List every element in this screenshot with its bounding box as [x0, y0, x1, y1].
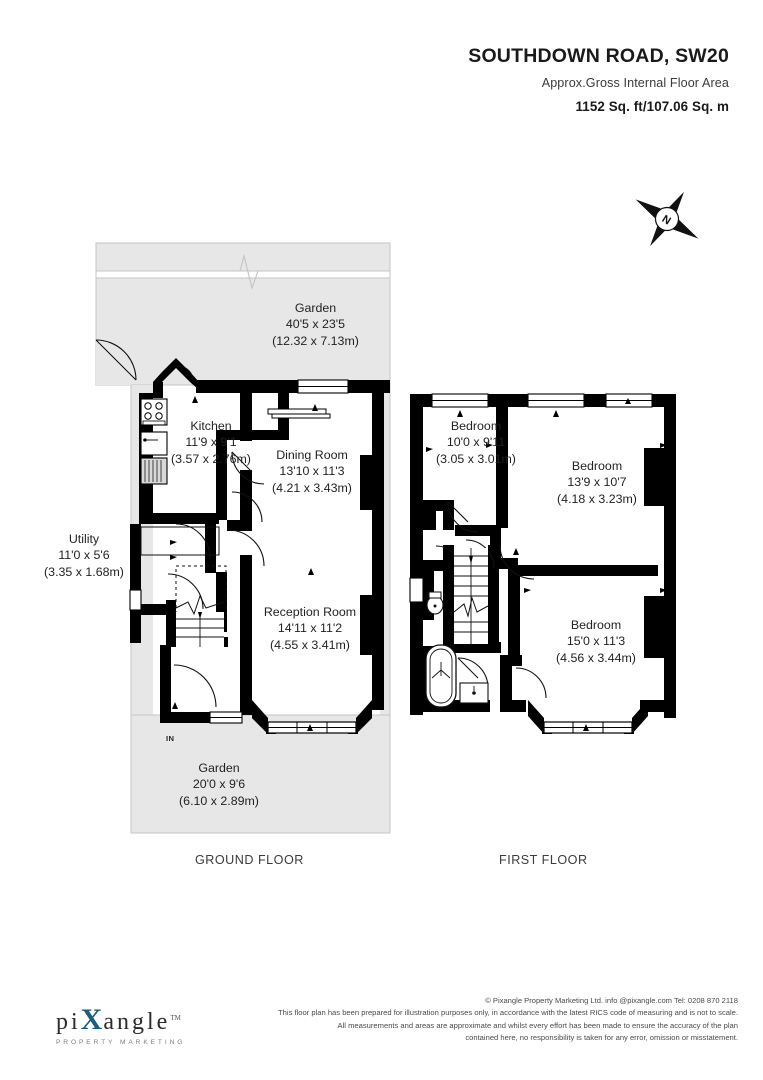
room-dims-metric: (3.57 x 2.76m) [171, 451, 251, 466]
pixangle-logo: piXangleTM PROPERTY MARKETING [56, 1005, 186, 1047]
page-title: SOUTHDOWN ROAD, SW20 [468, 45, 729, 67]
room-label-garden-front: Garden 20'0 x 9'6 (6.10 x 2.89m) [148, 760, 290, 809]
compass-rose: N [635, 191, 699, 247]
room-dims-imperial: 10'0 x 9'11 [446, 435, 506, 450]
entrance-in-marker: IN [166, 734, 175, 743]
first-floor-walls [410, 394, 676, 734]
ground-floor-arrows [170, 396, 318, 731]
room-dims-imperial: 11'9 x 9'1 [185, 435, 237, 450]
room-dims-metric: (3.35 x 1.68m) [44, 564, 124, 579]
ground-floor-staircase [175, 594, 225, 647]
disclaimer-line-3: contained here, no responsibility is tak… [465, 1032, 738, 1042]
disclaimer-block: © Pixangle Property Marketing Ltd. info … [175, 995, 738, 1044]
ground-floor-door-swings [95, 339, 265, 708]
room-label-bedroom-2: Bedroom 13'9 x 10'7 (4.18 x 3.23m) [537, 458, 657, 507]
room-name: Dining Room [276, 448, 348, 462]
first-floor-arrows [426, 398, 667, 731]
room-label-bedroom-3: Bedroom 15'0 x 11'3 (4.56 x 3.44m) [535, 617, 657, 666]
logo-text-pre: pi [56, 1009, 81, 1035]
bathroom-fittings [425, 591, 489, 708]
first-floor-staircase [453, 548, 489, 644]
room-dims-metric: (4.55 x 3.41m) [270, 637, 350, 652]
logo-x-letter: X [80, 1003, 104, 1036]
room-dims-imperial: 15'0 x 11'3 [566, 634, 626, 649]
ground-floor-label: GROUND FLOOR [195, 853, 304, 867]
room-dims-metric: (4.21 x 3.43m) [272, 480, 352, 495]
ground-floor-walls [130, 358, 390, 734]
room-name: Kitchen [190, 419, 232, 433]
room-dims-imperial: 13'10 x 11'3 [279, 464, 345, 479]
room-name: Utility [68, 532, 100, 546]
room-dims-metric: (12.32 x 7.13m) [272, 333, 359, 348]
logo-trademark-symbol: TM [170, 1014, 181, 1022]
room-dims-imperial: 11'0 x 5'6 [58, 548, 110, 563]
room-label-reception-room: Reception Room 14'11 x 11'2 (4.55 x 3.41… [246, 604, 374, 653]
disclaimer-line-2: All measurements and areas are approxima… [337, 1020, 738, 1030]
room-label-utility: Utility 11'0 x 5'6 (3.35 x 1.68m) [28, 531, 140, 580]
room-dims-imperial: 13'9 x 10'7 [567, 475, 627, 490]
room-name: Bedroom [570, 618, 622, 632]
room-label-garden-rear: Garden 40'5 x 23'5 (12.32 x 7.13m) [238, 300, 393, 349]
room-name: Reception Room [263, 605, 357, 619]
area-subtitle: Approx.Gross Internal Floor Area [541, 76, 729, 91]
logo-wordmark: piXangleTM [56, 1005, 185, 1035]
disclaimer-line-1: This floor plan has been prepared for il… [278, 1008, 738, 1018]
room-name: Garden [294, 301, 337, 315]
room-dims-metric: (3.05 x 3.01m) [436, 451, 516, 466]
kitchen-fittings [140, 398, 227, 619]
room-dims-imperial: 20'0 x 9'6 [192, 777, 246, 792]
room-label-bedroom-1: Bedroom 10'0 x 9'11 (3.05 x 3.01m) [420, 418, 532, 467]
header: SOUTHDOWN ROAD, SW20 Approx.Gross Intern… [468, 45, 729, 115]
total-floor-area: 1152 Sq. ft/107.06 Sq. m [575, 99, 729, 115]
room-name: Garden [198, 761, 240, 775]
logo-text-post: angle [103, 1009, 171, 1035]
room-dims-metric: (4.56 x 3.44m) [556, 650, 636, 665]
room-dims-imperial: 14'11 x 11'2 [277, 621, 343, 636]
copyright-line: © Pixangle Property Marketing Ltd. info … [485, 996, 738, 1005]
footer: piXangleTM PROPERTY MARKETING © Pixangle… [0, 985, 763, 1080]
room-label-kitchen: Kitchen 11'9 x 9'1 (3.57 x 2.76m) [148, 418, 274, 467]
room-label-dining-room: Dining Room 13'10 x 11'3 (4.21 x 3.43m) [250, 447, 374, 496]
first-floor-label: FIRST FLOOR [499, 853, 588, 867]
room-dims-imperial: 40'5 x 23'5 [285, 317, 346, 332]
room-dims-metric: (6.10 x 2.89m) [179, 793, 259, 808]
room-dims-metric: (4.18 x 3.23m) [557, 491, 637, 506]
ground-floor-windows [129, 379, 371, 734]
logo-tagline: PROPERTY MARKETING [56, 1039, 186, 1046]
room-name: Bedroom [450, 419, 502, 433]
room-name: Bedroom [571, 459, 623, 473]
